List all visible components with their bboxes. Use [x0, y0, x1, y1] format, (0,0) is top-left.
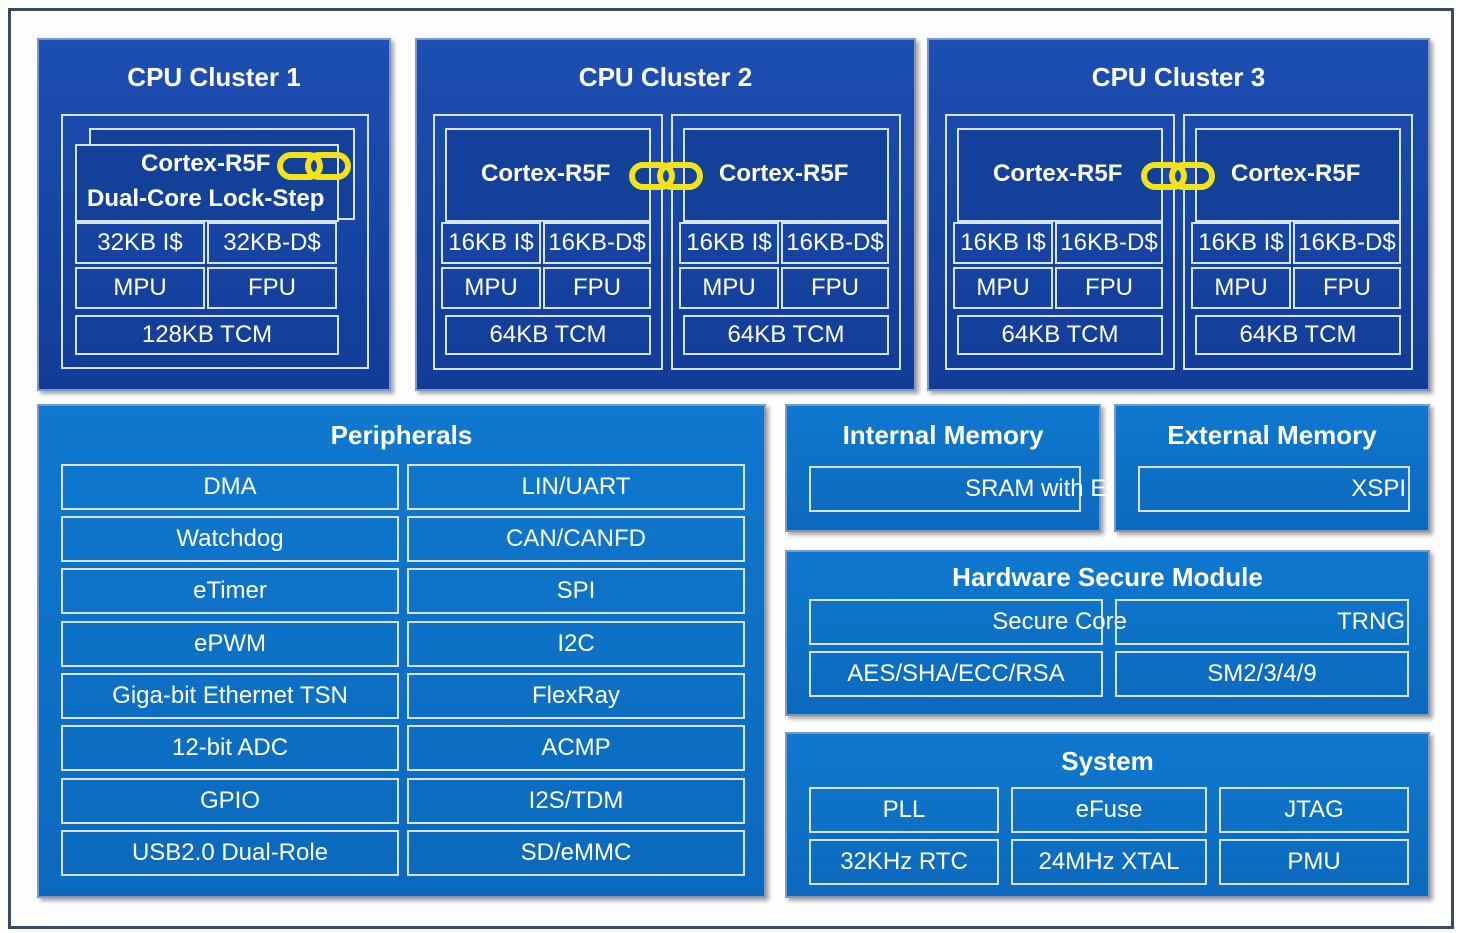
peripheral-item: I2C — [407, 621, 745, 667]
fpu-box: FPU — [543, 267, 651, 309]
fpu-box: FPU — [1293, 267, 1401, 309]
peripheral-item: Watchdog — [61, 516, 399, 562]
hsm-panel: Hardware Secure Module Secure Core TRNG … — [785, 550, 1430, 716]
crypto-box: AES/SHA/ECC/RSA — [809, 651, 1103, 697]
tcm-box: 64KB TCM — [445, 315, 651, 355]
icache-box: 16KB I$ — [679, 222, 779, 264]
hsm-title: Hardware Secure Module — [952, 562, 1263, 592]
core-name: Cortex-R5F — [1231, 160, 1361, 187]
peripheral-item: eTimer — [61, 568, 399, 614]
sram-box: SRAM with ECC — [809, 466, 1141, 512]
mpu-box: MPU — [1191, 267, 1291, 309]
system-panel: System PLL eFuse JTAG 32KHz RTC 24MHz XT… — [785, 732, 1430, 898]
peripheral-item: DMA — [61, 464, 399, 510]
dcache-box: 16KB-D$ — [543, 222, 651, 264]
mpu-box: MPU — [75, 267, 205, 309]
cpu-cluster-2: CPU Cluster 2 Cortex-R5F 16KB I$ 16KB-D$… — [415, 38, 916, 391]
tcm-box: 64KB TCM — [957, 315, 1163, 355]
peripheral-item: FlexRay — [407, 673, 745, 719]
cluster-title: CPU Cluster 3 — [1091, 62, 1266, 92]
dcache-box: 16KB-D$ — [1055, 222, 1163, 264]
core-block — [1195, 128, 1401, 222]
cpu-cluster-1: CPU Cluster 1 Cortex-R5F Dual-Core Lock-… — [37, 38, 391, 391]
chain-link-icon — [629, 162, 703, 190]
peripheral-item: USB2.0 Dual-Role — [61, 830, 399, 876]
fpu-box: FPU — [1055, 267, 1163, 309]
sram-label: SRAM with ECC — [964, 475, 1141, 502]
system-item: 32KHz RTC — [809, 839, 999, 885]
sm-crypto-box: SM2/3/4/9 — [1115, 651, 1409, 697]
dcache-box: 16KB-D$ — [781, 222, 889, 264]
tcm-box: 64KB TCM — [683, 315, 889, 355]
core-block — [957, 128, 1163, 222]
peripherals-panel: Peripherals DMA LIN/UART Watchdog CAN/CA… — [37, 404, 766, 898]
fpu-box: FPU — [781, 267, 889, 309]
core-name: Cortex-R5F — [141, 150, 271, 177]
icache-box: 16KB I$ — [1191, 222, 1291, 264]
dcache-box: 32KB-D$ — [207, 222, 337, 264]
system-item: PMU — [1219, 839, 1409, 885]
mpu-box: MPU — [679, 267, 779, 309]
internal-memory-title: Internal Memory — [842, 420, 1044, 450]
fpu-box: FPU — [207, 267, 337, 309]
core-block — [683, 128, 889, 222]
core-container — [61, 114, 369, 369]
system-title: System — [1061, 746, 1154, 776]
mpu-box: MPU — [953, 267, 1053, 309]
secure-core-box: Secure Core — [809, 599, 1127, 645]
xspi-box: XSPI — [1138, 466, 1410, 512]
peripheral-item: CAN/CANFD — [407, 516, 745, 562]
system-item: 24MHz XTAL — [1011, 839, 1207, 885]
tcm-box: 128KB TCM — [75, 315, 339, 355]
trng-box: TRNG — [1115, 599, 1409, 645]
peripheral-item: ePWM — [61, 621, 399, 667]
icache-box: 16KB I$ — [441, 222, 541, 264]
peripheral-item: 12-bit ADC — [61, 725, 399, 771]
internal-memory-panel: Internal Memory SRAM with ECC — [785, 404, 1141, 532]
external-memory-title: External Memory — [1167, 420, 1377, 450]
dcache-box: 16KB-D$ — [1293, 222, 1401, 264]
core-mode: Dual-Core Lock-Step — [87, 185, 325, 212]
peripheral-item: ACMP — [407, 725, 745, 771]
core-name: Cortex-R5F — [993, 160, 1123, 187]
core-name: Cortex-R5F — [481, 160, 611, 187]
cluster-title: CPU Cluster 2 — [578, 62, 753, 92]
core-name: Cortex-R5F — [719, 160, 849, 187]
tcm-box: 64KB TCM — [1195, 315, 1401, 355]
external-memory-panel: External Memory XSPI — [1114, 404, 1430, 532]
cluster-title: CPU Cluster 1 — [127, 62, 301, 92]
peripheral-item: I2S/TDM — [407, 778, 745, 824]
core-container — [1183, 114, 1413, 370]
cpu-cluster-3: CPU Cluster 3 Cortex-R5F 16KB I$ 16KB-D$… — [927, 38, 1430, 391]
peripheral-item: Giga-bit Ethernet TSN — [61, 673, 399, 719]
system-item: eFuse — [1011, 787, 1207, 833]
mpu-box: MPU — [441, 267, 541, 309]
peripheral-item: SD/eMMC — [407, 830, 745, 876]
chain-link-icon — [277, 152, 351, 180]
chain-link-icon — [1141, 162, 1215, 190]
core-container — [671, 114, 901, 370]
secure-core-label: Secure Core — [992, 608, 1127, 635]
core-block — [445, 128, 651, 222]
peripheral-item: SPI — [407, 568, 745, 614]
peripheral-item: GPIO — [61, 778, 399, 824]
icache-box: 32KB I$ — [75, 222, 205, 264]
icache-box: 16KB I$ — [953, 222, 1053, 264]
core-container — [433, 114, 663, 370]
peripherals-title: Peripherals — [330, 420, 473, 450]
system-item: JTAG — [1219, 787, 1409, 833]
peripheral-item: LIN/UART — [407, 464, 745, 510]
system-item: PLL — [809, 787, 999, 833]
core-container — [945, 114, 1175, 370]
